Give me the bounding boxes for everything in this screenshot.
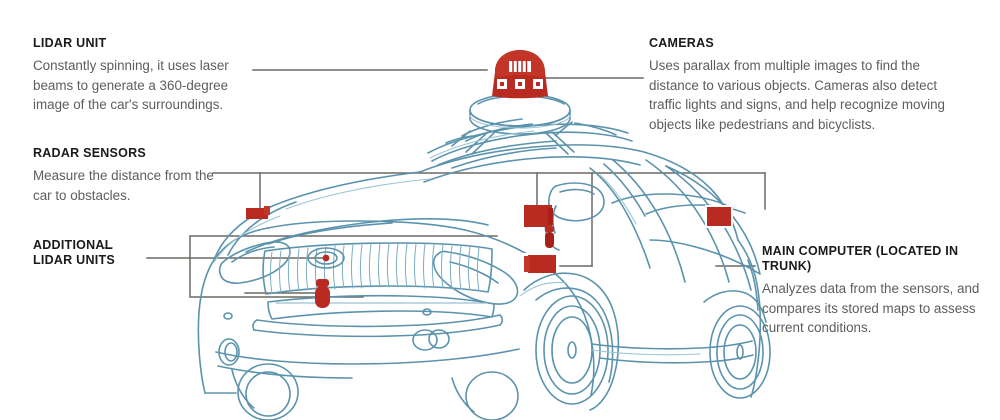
radar-rear-right[interactable] xyxy=(705,205,733,228)
callout-lidar-unit: LIDAR UNIT Constantly spinning, it uses … xyxy=(33,36,263,115)
car-body-lines xyxy=(197,93,771,420)
grille-emblem-sensor[interactable] xyxy=(322,254,330,262)
radar-front-center[interactable] xyxy=(519,201,553,227)
radar-wheel-arch[interactable] xyxy=(521,253,556,273)
grille-lidar-capsule[interactable] xyxy=(315,279,330,308)
callout-body-cameras: Uses parallax from multiple images to fi… xyxy=(649,58,946,133)
callout-title-main-computer: MAIN COMPUTER (LOCATED IN TRUNK) xyxy=(762,244,959,273)
radar-front-left[interactable] xyxy=(246,206,270,219)
callout-title-cameras: CAMERAS xyxy=(649,36,714,50)
callout-body-radar-sensors: Measure the distance from the car to obs… xyxy=(33,168,214,203)
car-body-lines-light xyxy=(213,114,701,356)
callout-cameras: CAMERAS Uses parallax from multiple imag… xyxy=(649,36,949,135)
callout-body-lidar-unit: Constantly spinning, it uses laser beams… xyxy=(33,58,229,113)
callout-title-radar-sensors: RADAR SENSORS xyxy=(33,146,146,160)
roof-lidar-dome[interactable] xyxy=(492,50,548,99)
callout-main-computer: MAIN COMPUTER (LOCATED IN TRUNK) Analyze… xyxy=(762,244,994,338)
callout-radar-sensors: RADAR SENSORS Measure the distance from … xyxy=(33,146,233,205)
callout-additional-lidar-units: ADDITIONAL LIDAR UNITS xyxy=(33,238,153,268)
callout-title-additional-lidar-units: ADDITIONAL LIDAR UNITS xyxy=(33,238,115,267)
callout-title-lidar-unit: LIDAR UNIT xyxy=(33,36,107,50)
callout-body-main-computer: Analyzes data from the sensors, and comp… xyxy=(762,281,980,336)
side-lidar-capsule[interactable] xyxy=(545,226,554,248)
